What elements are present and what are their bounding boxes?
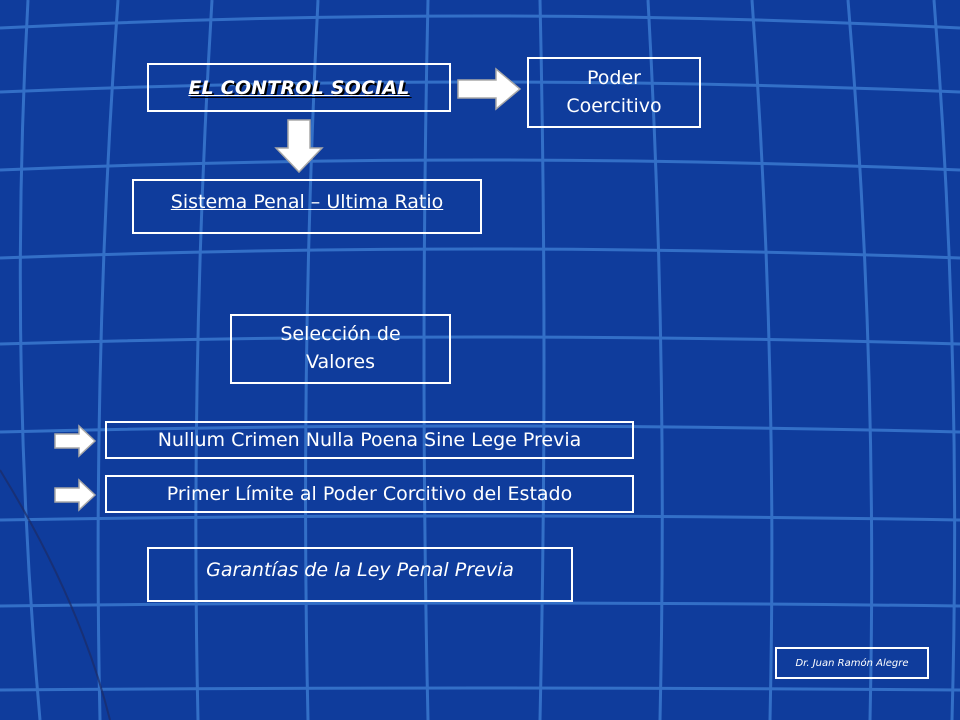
arrow-right-icon [457,67,522,111]
garantias-box: Garantías de la Ley Penal Previa [147,547,573,602]
nullum-crimen-label: Nullum Crimen Nulla Poena Sine Lege Prev… [157,429,582,451]
primer-limite-label: Primer Límite al Poder Corcitivo del Est… [166,483,573,505]
author-credit: Dr. Juan Ramón Alegre [795,657,909,669]
sistema-penal-box: Sistema Penal – Ultima Ratio [132,179,482,234]
sistema-penal-label: Sistema Penal – Ultima Ratio [170,191,444,213]
garantias-label: Garantías de la Ley Penal Previa [206,559,514,581]
arrow-right-icon [54,424,97,458]
seleccion-valores-line2: Valores [305,351,376,373]
primer-limite-box: Primer Límite al Poder Corcitivo del Est… [105,475,634,513]
control-social-box: EL CONTROL SOCIAL [147,63,451,112]
poder-coercitivo-line2: Coercitivo [566,94,662,117]
nullum-crimen-box: Nullum Crimen Nulla Poena Sine Lege Prev… [105,421,634,459]
poder-coercitivo-box: Poder Coercitivo [527,57,701,128]
arrow-right-icon [54,478,97,512]
author-credit-box: Dr. Juan Ramón Alegre [775,647,929,679]
seleccion-valores-box: Selección de Valores [230,314,451,384]
control-social-label: EL CONTROL SOCIAL [188,76,410,99]
arrow-down-icon [274,119,324,174]
seleccion-valores-line1: Selección de [280,323,401,346]
poder-coercitivo-line1: Poder [587,66,641,89]
